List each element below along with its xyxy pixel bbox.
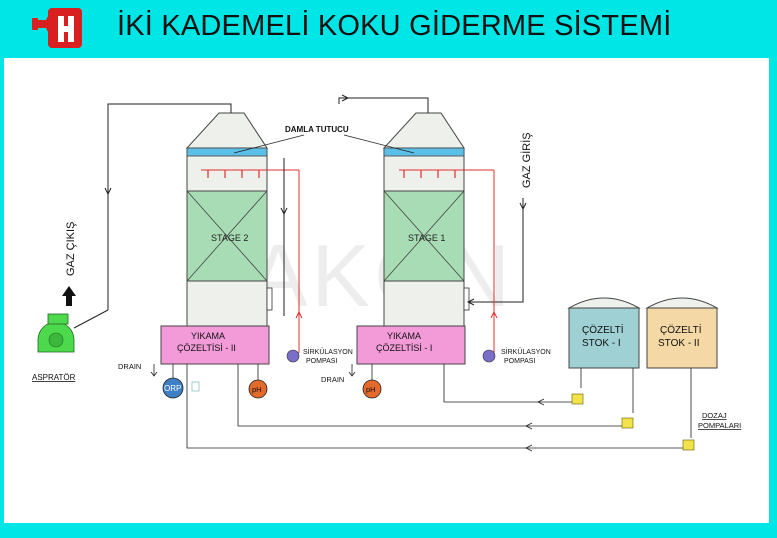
gas-outlet-arrow [62, 286, 76, 306]
svg-text:ÇÖZELTİ: ÇÖZELTİ [660, 323, 701, 336]
diagram-canvas: BAKON STAGE 2 [4, 58, 769, 523]
bakon-logo-icon [32, 8, 82, 48]
dozaj-label: DOZAJ POMPALARI [698, 411, 741, 430]
yikama-tank-1: YIKAMA ÇÖZELTİSİ - I [356, 325, 466, 365]
svg-text:DRAIN: DRAIN [118, 362, 141, 371]
svg-text:ORP: ORP [164, 384, 181, 393]
drain-1: DRAIN [321, 364, 356, 384]
svg-text:pH: pH [252, 385, 262, 394]
orp-sensor: ORP [162, 364, 200, 399]
sirkulasyon-pompasi-1: SİRKÜLASYON POMPASI [482, 347, 551, 365]
stok-tank-2: ÇÖZELTİ STOK - II [645, 297, 719, 369]
svg-text:SİRKÜLASYON: SİRKÜLASYON [501, 347, 551, 356]
svg-text:DAMLA TUTUCU: DAMLA TUTUCU [285, 125, 349, 134]
stage-1-label: STAGE 1 [408, 233, 445, 243]
ph-sensor-1: pH [362, 364, 382, 399]
svg-text:POMPASI: POMPASI [504, 358, 535, 365]
spray-nozzles-2 [207, 170, 260, 178]
process-diagram: BAKON STAGE 2 [32, 94, 741, 452]
demister-2 [186, 147, 268, 157]
svg-text:POMPASI: POMPASI [306, 358, 337, 365]
header: İKİ KADEMELİ KOKU GİDERME SİSTEMİ [0, 0, 777, 58]
spray-nozzles-1 [403, 170, 456, 178]
sirkulasyon-pompasi-2: SİRKÜLASYON POMPASI [286, 347, 353, 365]
asprator-fan [37, 309, 109, 353]
svg-text:DRAIN: DRAIN [321, 375, 344, 384]
dosing-lines [186, 364, 692, 452]
svg-text:ÇÖZELTİSİ - II: ÇÖZELTİSİ - II [177, 343, 236, 353]
ph-sensor-2: pH [248, 364, 268, 399]
demister-1 [383, 147, 465, 157]
svg-text:STOK - I: STOK - I [582, 338, 621, 349]
damla-tutucu-callout: DAMLA TUTUCU [233, 125, 415, 154]
gas-ducts [104, 94, 527, 316]
stok-tank-1: ÇÖZELTİ STOK - I [567, 297, 641, 369]
circulation-lines [295, 170, 498, 353]
stage-2-label: STAGE 2 [211, 233, 248, 243]
svg-text:SİRKÜLASYON: SİRKÜLASYON [303, 347, 353, 356]
gaz-giris-label: GAZ GİRİŞ [520, 132, 533, 188]
svg-text:DOZAJ: DOZAJ [702, 411, 727, 420]
asprator-label: ASPRATÖR [32, 373, 76, 382]
gaz-cikis-label: GAZ ÇIKIŞ [65, 222, 77, 276]
svg-text:pH: pH [366, 385, 376, 394]
dozaj-pompalari [571, 393, 695, 451]
tower-stage-2: STAGE 2 [185, 112, 299, 327]
drain-2: DRAIN [118, 362, 158, 377]
svg-text:YIKAMA: YIKAMA [387, 331, 421, 341]
svg-text:YIKAMA: YIKAMA [191, 331, 225, 341]
svg-text:ÇÖZELTİSİ - I: ÇÖZELTİSİ - I [376, 343, 432, 353]
page-title: İKİ KADEMELİ KOKU GİDERME SİSTEMİ [117, 10, 672, 42]
tower-stage-1: STAGE 1 [382, 112, 494, 327]
svg-text:ÇÖZELTİ: ÇÖZELTİ [582, 323, 623, 336]
svg-text:POMPALARI: POMPALARI [698, 421, 741, 430]
svg-text:STOK - II: STOK - II [658, 338, 700, 349]
yikama-tank-2: YIKAMA ÇÖZELTİSİ - II [160, 325, 270, 365]
